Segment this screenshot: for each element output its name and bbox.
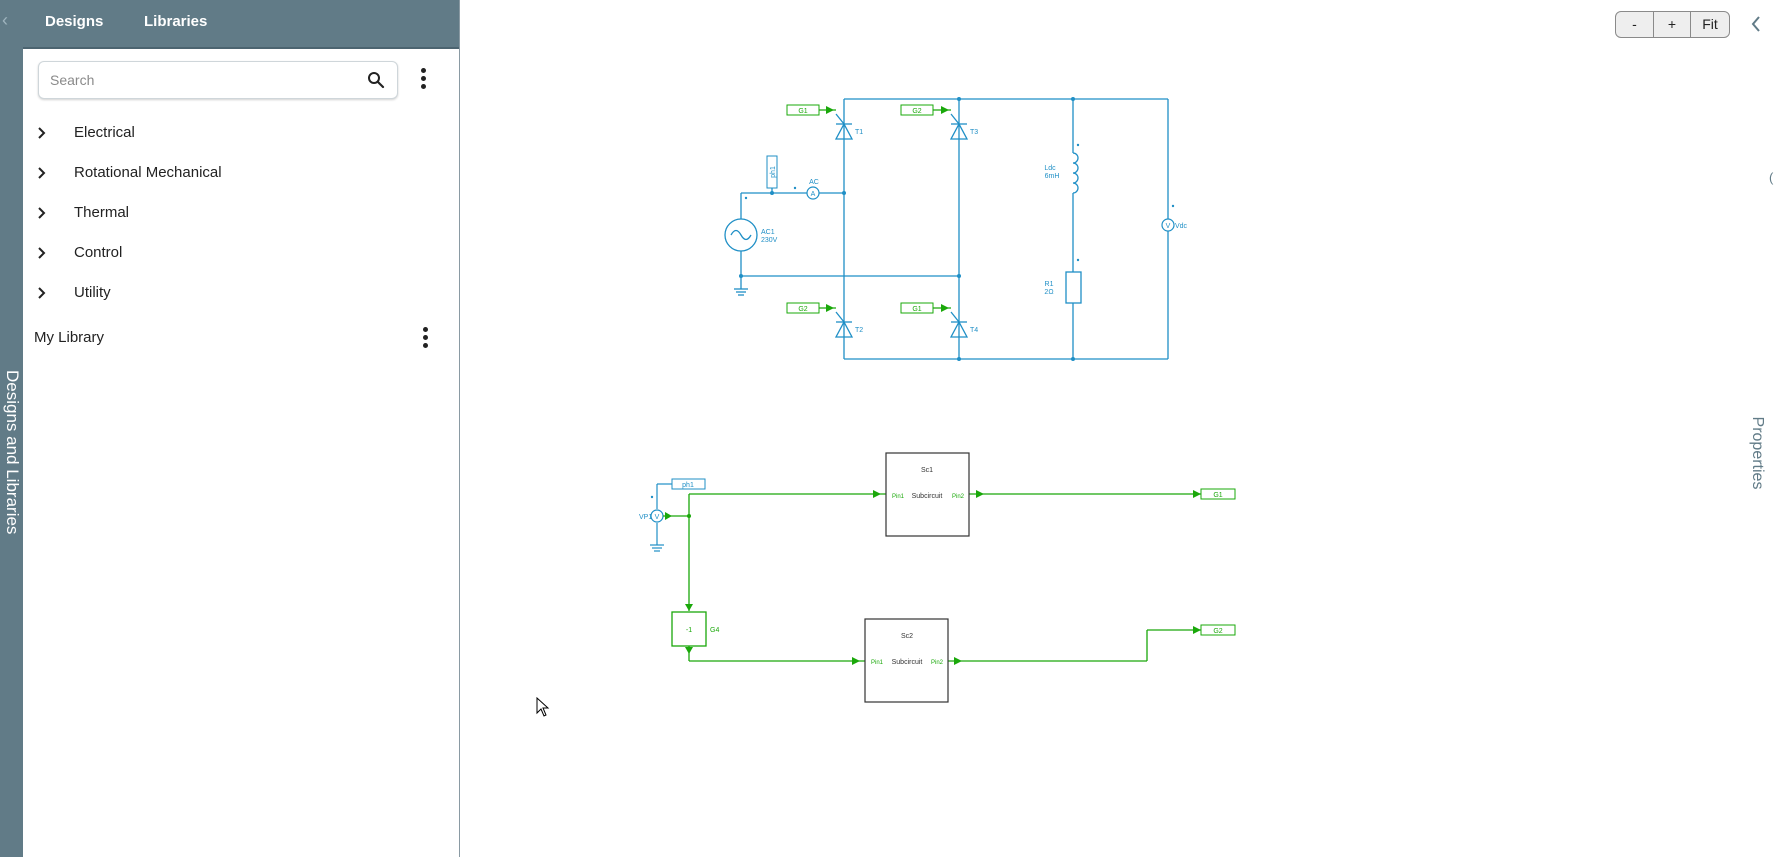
zoom-out-button[interactable]: - bbox=[1616, 12, 1654, 37]
zoom-controls: - + Fit bbox=[1615, 11, 1730, 38]
tree-item-control[interactable]: Control bbox=[23, 238, 453, 268]
tab-libraries[interactable]: Libraries bbox=[144, 13, 208, 30]
source-value: 230V bbox=[761, 237, 778, 244]
output-tag-g1[interactable]: G1 bbox=[1200, 488, 1236, 500]
voltmeter-name: Vdc bbox=[1175, 223, 1188, 230]
port-out-label: Pin2 bbox=[952, 494, 965, 500]
gain-value: -1 bbox=[686, 627, 692, 634]
probe-name: VP1 bbox=[639, 514, 652, 521]
chevron-left-icon[interactable] bbox=[1749, 14, 1763, 34]
edge-fragment-icon: ( bbox=[1769, 170, 1774, 185]
tree-item-thermal[interactable]: Thermal bbox=[23, 198, 453, 228]
chevron-right-icon[interactable] bbox=[37, 166, 47, 180]
signal-wires bbox=[663, 493, 1201, 662]
resistor-r1[interactable]: R1 2Ω bbox=[1044, 258, 1082, 304]
port-in-label: Pin1 bbox=[892, 494, 905, 500]
gate-tag-text: G1 bbox=[798, 108, 807, 115]
label-t1: T1 bbox=[855, 129, 863, 136]
voltmeter-vdc[interactable]: V Vdc bbox=[1161, 204, 1188, 232]
output-tag-g2[interactable]: G2 bbox=[1200, 624, 1236, 636]
libraries-panel: Designs Libraries Electrical Rotational … bbox=[23, 0, 460, 857]
ammeter-symbol: A bbox=[811, 191, 816, 198]
chevron-right-icon[interactable] bbox=[37, 246, 47, 260]
voltage-probe-vp1[interactable] bbox=[650, 483, 672, 552]
gate-tag-text: G2 bbox=[798, 306, 807, 313]
thyristor-t4[interactable] bbox=[949, 311, 969, 338]
probe-symbol: V bbox=[655, 514, 660, 521]
resistor-name: R1 bbox=[1045, 281, 1054, 288]
source-name: AC1 bbox=[761, 229, 775, 236]
subcircuit-sc1[interactable]: Sc1 Subcircuit Pin1 Pin2 bbox=[885, 452, 970, 537]
signal-arrows bbox=[665, 490, 1201, 665]
search-input[interactable] bbox=[50, 70, 350, 90]
voltmeter-symbol: V bbox=[1166, 223, 1171, 230]
zoom-in-button[interactable]: + bbox=[1654, 12, 1691, 37]
panel-tabs: Designs Libraries bbox=[23, 0, 459, 49]
label-t2: T2 bbox=[855, 327, 863, 334]
chevron-left-icon[interactable]: ‹ bbox=[2, 10, 8, 30]
output-tag-text: G2 bbox=[1213, 628, 1222, 635]
inductor-value: 6mH bbox=[1045, 173, 1060, 180]
gate-tag-g1-t4[interactable]: G1 bbox=[900, 302, 951, 314]
designs-libraries-rail[interactable]: ‹ Designs and Libraries bbox=[0, 0, 23, 857]
my-library-label[interactable]: My Library bbox=[34, 329, 105, 346]
ammeter-label: AC bbox=[809, 179, 819, 186]
port-out-label: Pin2 bbox=[931, 660, 944, 666]
phase-label-text: ph1 bbox=[682, 482, 694, 489]
search-box[interactable] bbox=[38, 61, 398, 99]
tree-item-label: Control bbox=[74, 244, 123, 261]
subcircuit-label: Subcircuit bbox=[892, 659, 923, 666]
ammeter-ac[interactable]: A AC bbox=[793, 179, 820, 200]
library-options-menu-icon[interactable] bbox=[421, 68, 427, 92]
thyristor-t1[interactable] bbox=[834, 113, 854, 140]
junction-dots bbox=[739, 97, 1075, 361]
subcircuit-label: Subcircuit bbox=[912, 493, 943, 500]
phase-label-text: ph1 bbox=[770, 166, 777, 178]
label-t4: T4 bbox=[970, 327, 978, 334]
gate-tag-text: G2 bbox=[912, 108, 921, 115]
subcircuit-name: Sc1 bbox=[921, 467, 933, 474]
ac-source-ac1[interactable]: AC1 230V bbox=[724, 196, 778, 252]
chevron-right-icon[interactable] bbox=[37, 206, 47, 220]
search-icon[interactable] bbox=[367, 71, 385, 89]
subcircuit-name: Sc2 bbox=[901, 633, 913, 640]
gate-tag-g2-t3[interactable]: G2 bbox=[900, 104, 951, 116]
phase-label-ph1[interactable]: ph1 bbox=[766, 155, 778, 189]
output-tag-text: G1 bbox=[1213, 492, 1222, 499]
thyristor-t3[interactable] bbox=[949, 113, 969, 140]
tree-item-label: Electrical bbox=[74, 124, 135, 141]
fit-button[interactable]: Fit bbox=[1702, 16, 1718, 32]
tree-item-label: Rotational Mechanical bbox=[74, 164, 222, 181]
gate-tag-text: G1 bbox=[912, 306, 921, 313]
tree-item-label: Thermal bbox=[74, 204, 130, 221]
tree-item-label: Utility bbox=[74, 284, 111, 301]
label-t3: T3 bbox=[970, 129, 978, 136]
gain-block-g4[interactable]: -1 G4 bbox=[671, 611, 719, 647]
resistor-value: 2Ω bbox=[1044, 289, 1053, 296]
tree-item-utility[interactable]: Utility bbox=[23, 278, 453, 308]
inductor-ldc[interactable]: Ldc 6mH bbox=[1044, 143, 1080, 194]
tree-item-rotational-mechanical[interactable]: Rotational Mechanical bbox=[23, 158, 453, 188]
power-circuit bbox=[734, 98, 1169, 360]
gate-tag-g1-t1[interactable]: G1 bbox=[786, 104, 836, 116]
mouse-cursor-icon bbox=[536, 697, 550, 717]
chevron-right-icon[interactable] bbox=[37, 286, 47, 300]
port-in-label: Pin1 bbox=[871, 660, 884, 666]
properties-panel-toggle[interactable]: Properties bbox=[1749, 416, 1766, 490]
my-library-menu-icon[interactable] bbox=[423, 327, 429, 351]
tree-item-electrical[interactable]: Electrical bbox=[23, 118, 453, 148]
probe-dot bbox=[650, 495, 654, 499]
gain-name: G4 bbox=[710, 627, 719, 634]
gate-tag-g2-t2[interactable]: G2 bbox=[786, 302, 836, 314]
subcircuit-sc2[interactable]: Sc2 Subcircuit Pin1 Pin2 bbox=[864, 618, 949, 703]
inductor-name: Ldc bbox=[1044, 165, 1056, 172]
tab-designs[interactable]: Designs bbox=[45, 13, 104, 30]
phase-label-ph1-control[interactable]: ph1 bbox=[671, 478, 706, 490]
chevron-right-icon[interactable] bbox=[37, 126, 47, 140]
thyristor-labels: T1 T3 T2 T4 bbox=[855, 129, 978, 334]
thyristor-t2[interactable] bbox=[834, 311, 854, 338]
